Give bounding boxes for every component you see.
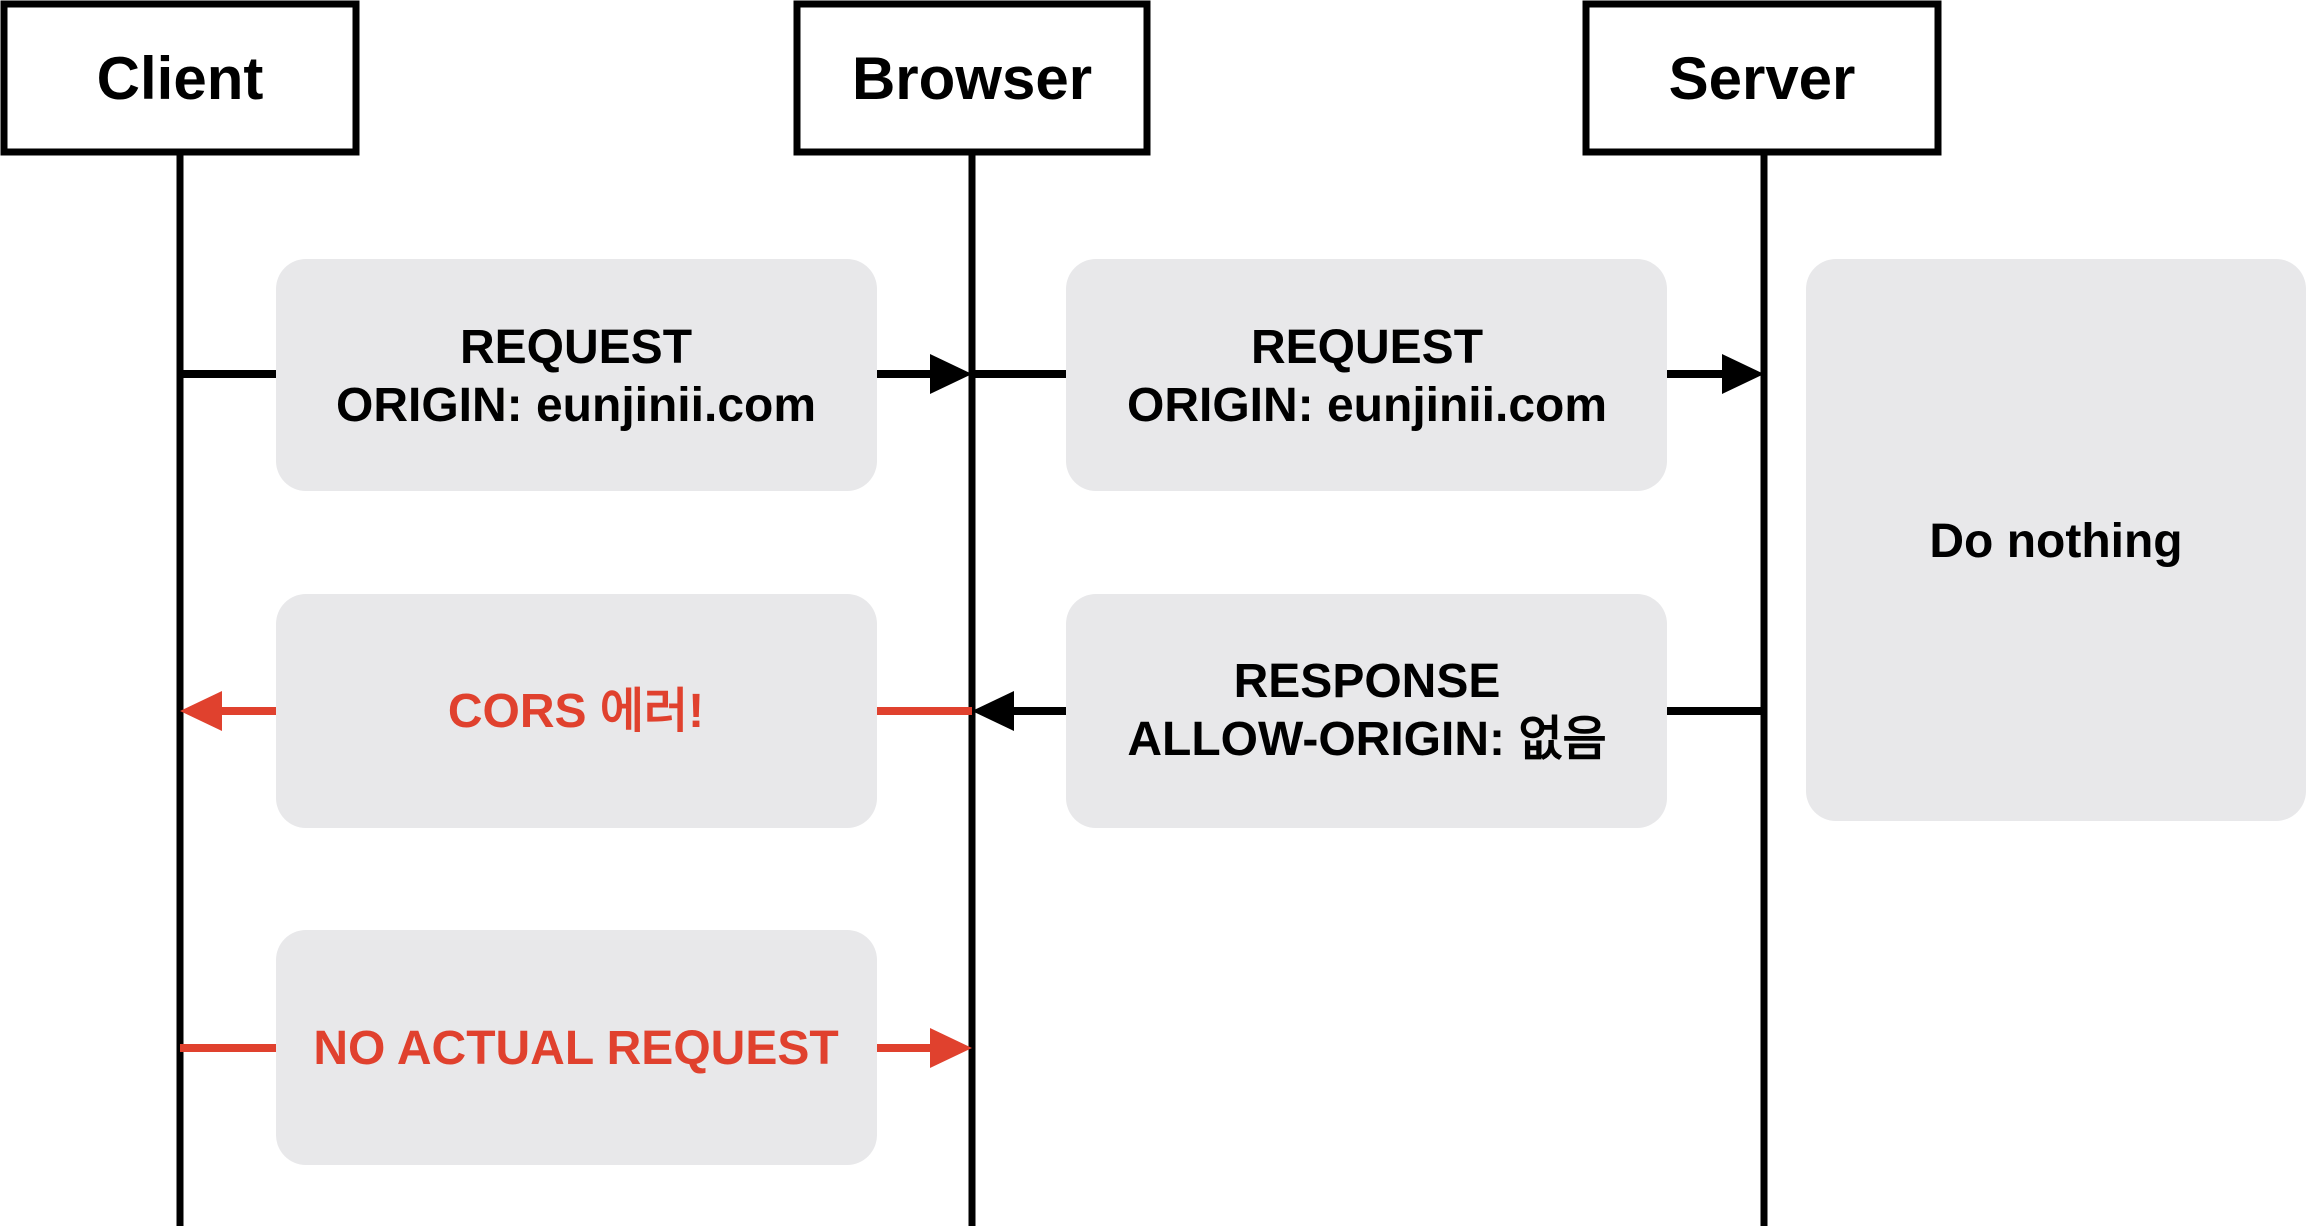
message-server-response-line2: ALLOW-ORIGIN: 없음 xyxy=(1127,713,1606,766)
server-note: Do nothing xyxy=(1806,259,2306,821)
message-client-request-box xyxy=(276,259,877,491)
server-note-label: Do nothing xyxy=(1929,515,2182,568)
message-browser-request-line2: ORIGIN: eunjinii.com xyxy=(1127,379,1607,432)
server-note-box xyxy=(1806,259,2306,821)
arrowhead-left-icon xyxy=(972,691,1014,731)
message-no-actual-request-box xyxy=(276,930,877,1165)
actor-client-label: Client xyxy=(97,45,264,112)
message-cors-error-label: CORS 에러! xyxy=(448,685,704,738)
actor-browser: Browser xyxy=(793,0,1151,156)
message-server-response-line1: RESPONSE xyxy=(1234,655,1501,708)
message-client-request-line1: REQUEST xyxy=(460,321,692,374)
message-browser-request-line1: REQUEST xyxy=(1251,321,1483,374)
actor-server: Server xyxy=(1582,0,1942,156)
arrowhead-right-icon xyxy=(930,354,972,394)
message-cors-error-box xyxy=(276,594,877,828)
message-cors-error: CORS 에러! xyxy=(180,594,972,828)
message-no-actual-request: NO ACTUAL REQUEST xyxy=(180,930,972,1165)
message-browser-request: REQUEST ORIGIN: eunjinii.com xyxy=(972,259,1764,491)
message-no-actual-request-label: NO ACTUAL REQUEST xyxy=(313,1022,838,1075)
arrowhead-right-icon xyxy=(930,1028,972,1068)
arrowhead-left-icon xyxy=(180,691,222,731)
actor-server-label: Server xyxy=(1669,45,1856,112)
message-server-response: RESPONSE ALLOW-ORIGIN: 없음 xyxy=(972,594,1764,828)
actor-client: Client xyxy=(0,0,360,156)
actor-browser-label: Browser xyxy=(852,45,1092,112)
arrowhead-right-icon xyxy=(1722,354,1764,394)
message-server-response-box xyxy=(1066,594,1667,828)
message-browser-request-box xyxy=(1066,259,1667,491)
message-client-request: REQUEST ORIGIN: eunjinii.com xyxy=(180,259,972,491)
message-client-request-line2: ORIGIN: eunjinii.com xyxy=(336,379,816,432)
